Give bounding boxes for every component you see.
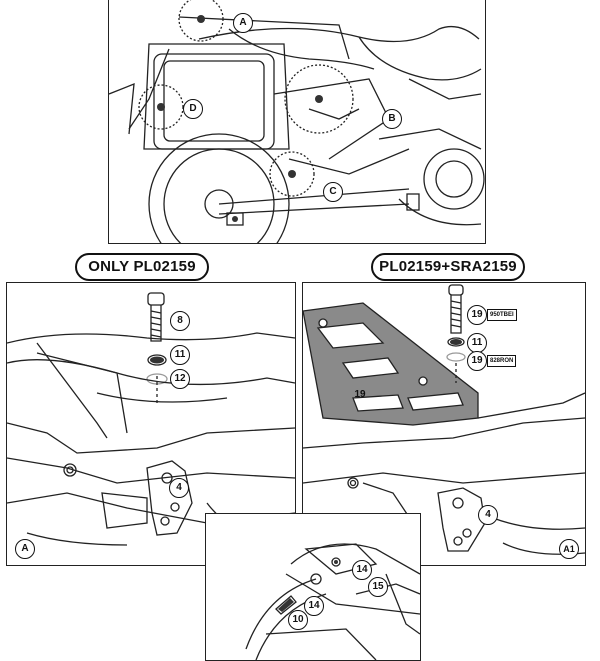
callout-c: C: [323, 182, 343, 202]
bottom-detail-panel: 14 15 14 10: [205, 513, 421, 661]
corner-label-a1: A1: [559, 539, 579, 559]
right-detail-drawing: [303, 284, 585, 555]
callout-19-washer: 19: [467, 351, 487, 371]
callout-14-bottom: 14: [304, 596, 324, 616]
callout-11: 11: [170, 345, 190, 365]
callout-15: 15: [368, 577, 388, 597]
callout-4-left: 4: [169, 478, 189, 498]
code-tag-washer: 828RON: [487, 355, 517, 367]
callout-19-bolt: 19: [467, 305, 487, 325]
right-detail-panel: 19 950TBEI 11 19 828RON 4 19 A1: [302, 282, 586, 566]
callout-4-right: 4: [478, 505, 498, 525]
corner-label-a: A: [15, 539, 35, 559]
callout-b: B: [382, 109, 402, 129]
callout-10: 10: [288, 610, 308, 630]
bottom-detail-drawing: [245, 543, 420, 660]
motorcycle-overview-drawing: [109, 0, 485, 243]
callout-12: 12: [170, 369, 190, 389]
callout-8: 8: [170, 311, 190, 331]
callout-19-plate: 19: [354, 389, 366, 400]
callout-a: A: [233, 13, 253, 33]
callout-d: D: [183, 99, 203, 119]
header-only-pl02159: ONLY PL02159: [75, 253, 209, 281]
callout-14-top: 14: [352, 560, 372, 580]
header-pl02159-sra2159: PL02159+SRA2159: [371, 253, 525, 281]
callout-11-right: 11: [467, 333, 487, 353]
overview-panel: A B C D: [108, 0, 486, 244]
code-tag-bolt: 950TBEI: [487, 309, 517, 321]
